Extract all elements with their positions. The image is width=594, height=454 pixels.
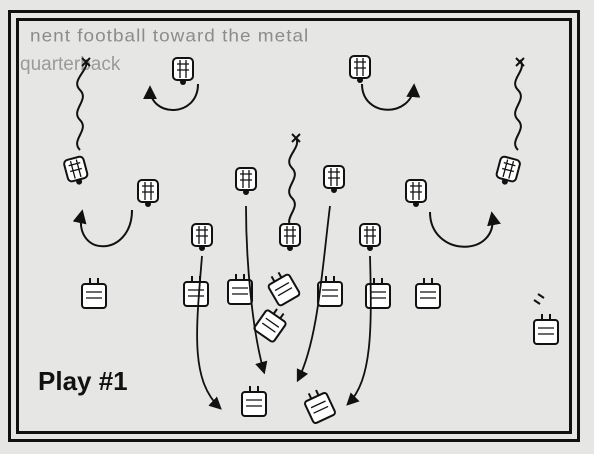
line-of-scrimmage	[82, 268, 440, 308]
running-back	[253, 304, 290, 342]
player-row3-left	[192, 224, 212, 251]
receiver-right	[494, 58, 524, 187]
receiver-left	[63, 58, 90, 187]
defender-top-right	[350, 56, 414, 110]
player-far-right	[534, 294, 558, 344]
back-bottom-right	[302, 387, 336, 424]
linebacker-left	[236, 168, 256, 195]
defender-top-left	[150, 58, 198, 110]
center-route	[289, 134, 300, 228]
defender-mid-right	[406, 180, 493, 247]
play-title: Play #1	[38, 366, 128, 397]
player-row3-right	[360, 224, 380, 251]
linebacker-right	[324, 166, 344, 193]
defender-mid-left	[81, 180, 158, 246]
player-row3-center	[280, 224, 300, 251]
back-bottom-left	[242, 386, 266, 416]
